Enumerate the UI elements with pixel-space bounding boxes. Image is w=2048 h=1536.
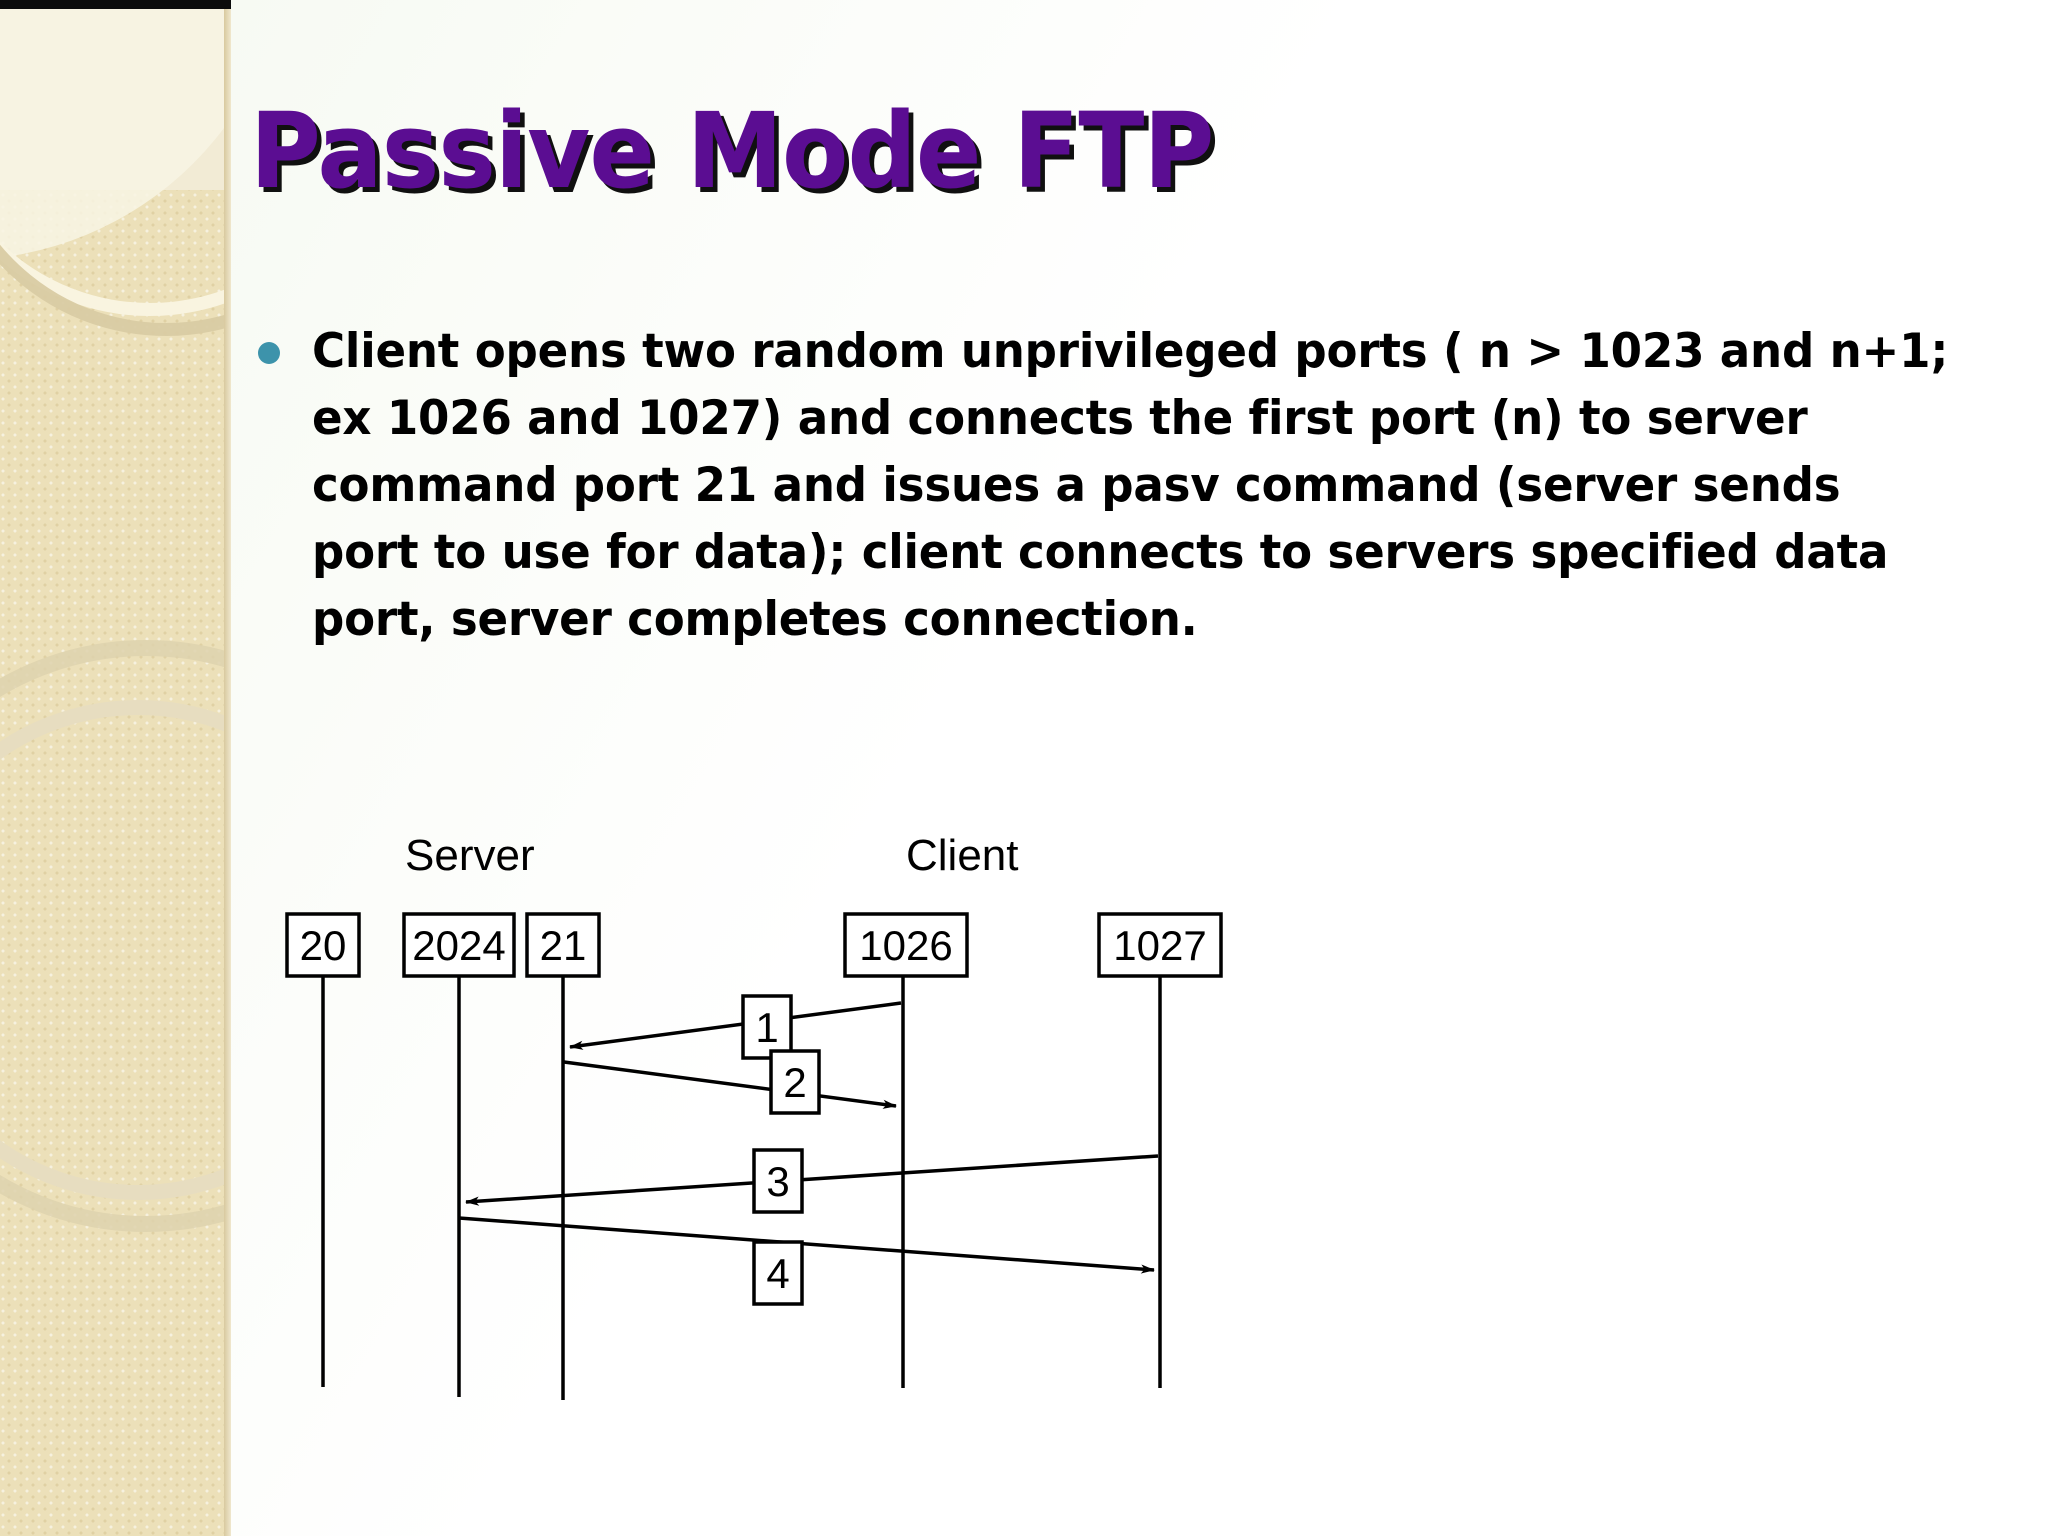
- decorative-sidebar: [0, 0, 231, 1536]
- port-label-2024: 2024: [412, 922, 505, 969]
- message-label-4: 4: [766, 1250, 789, 1297]
- passive-ftp-sequence-diagram: Server Client 20 2024 21 1026 1027: [230, 730, 2048, 1530]
- message-box-1: [741, 994, 793, 1060]
- sidebar-arc-3-icon: [0, 700, 231, 1200]
- port-label-1026: 1026: [859, 922, 952, 969]
- message-box-4: [752, 1240, 804, 1306]
- message-arrow-1: [569, 1001, 902, 1050]
- bullet-item-text: Client opens two random unprivileged por…: [312, 324, 1949, 647]
- sidebar-top-strip: [0, 0, 231, 9]
- page-title-text: Passive Mode FTP: [250, 90, 1214, 212]
- client-group-label: Client: [906, 831, 1019, 880]
- port-label-21: 21: [540, 922, 587, 969]
- message-label-3: 3: [766, 1158, 789, 1205]
- port-label-20: 20: [300, 922, 347, 969]
- port-box-1027: [1097, 912, 1223, 978]
- content-background: [230, 0, 2048, 1536]
- bullet-list: Client opens two random unprivileged por…: [258, 318, 2018, 653]
- message-box-2: [769, 1049, 821, 1115]
- bullet-dot-icon: [258, 342, 280, 364]
- message-arrow-4: [458, 1216, 1155, 1274]
- port-box-1026: [843, 912, 969, 978]
- message-arrow-2: [563, 1060, 897, 1109]
- server-group-label: Server: [405, 831, 535, 880]
- message-arrow-3: [465, 1154, 1159, 1206]
- message-label-1: 1: [755, 1004, 778, 1051]
- port-box-2024: [402, 912, 516, 978]
- message-box-3: [752, 1148, 804, 1214]
- sidebar-right-edge: [224, 0, 231, 1536]
- port-label-1027: 1027: [1113, 922, 1206, 969]
- page-title: Passive Mode FTP: [250, 96, 1750, 216]
- message-label-2: 2: [783, 1059, 806, 1106]
